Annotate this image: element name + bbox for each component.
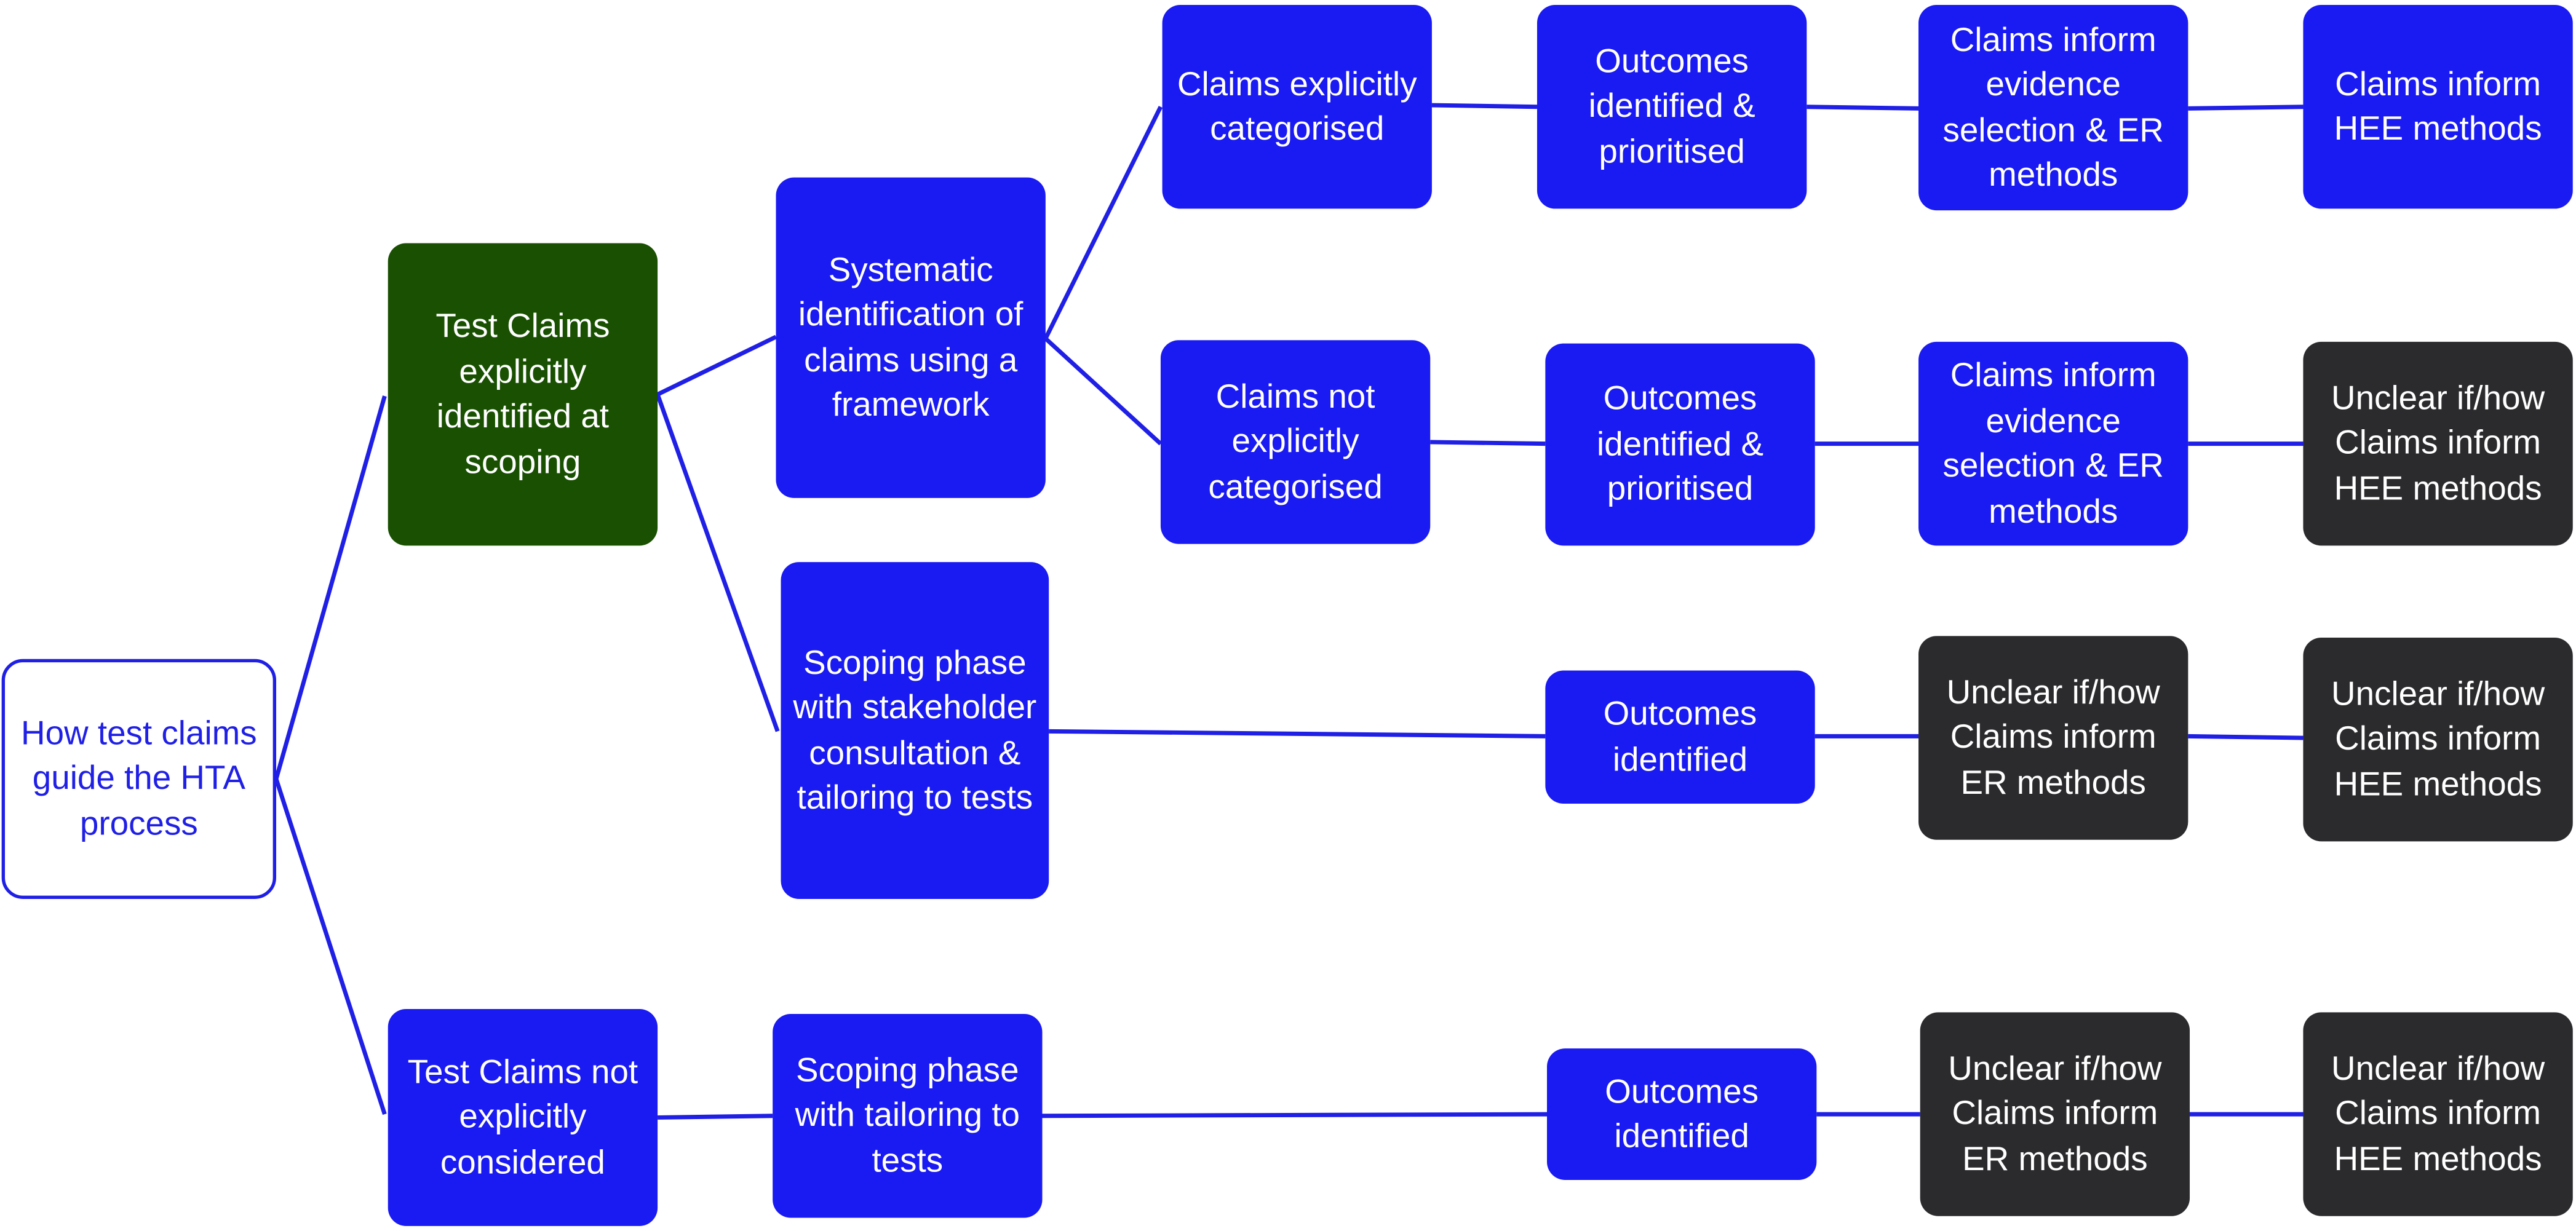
stakeholder-scoping-label: Scoping phase with stakeholder consultat…	[793, 643, 1037, 817]
claims-inform-er-node-2: Claims inform evidence selection & ER me…	[1918, 341, 2188, 546]
tailoring-scoping-node: Scoping phase with tailoring to tests	[773, 1014, 1043, 1218]
tailoring-scoping-label: Scoping phase with tailoring to tests	[795, 1051, 1020, 1180]
connector-root-to-not-considered	[274, 778, 387, 1115]
outcomes-identified-label-2: Outcomes identified	[1605, 1072, 1759, 1155]
unclear-hee-node-1: Unclear if/how Claims inform HEE methods	[2303, 341, 2573, 546]
unclear-hee-node-2: Unclear if/how Claims inform HEE methods	[2303, 638, 2573, 842]
claims-not-categorised-node: Claims not explicitly categorised	[1160, 340, 1431, 544]
connector-categorised-to-outcomes	[1431, 103, 1538, 109]
claims-inform-er-node-1: Claims inform evidence selection & ER me…	[1918, 5, 2188, 211]
unclear-er-label-1: Unclear if/how Claims inform ER methods	[1946, 673, 2160, 802]
connector-identified-to-systematic	[656, 334, 777, 397]
claims-inform-hee-label: Claims inform HEE methods	[2334, 65, 2542, 148]
systematic-identification-node: Systematic identification of claims usin…	[776, 177, 1046, 498]
unclear-er-label-2: Unclear if/how Claims inform ER methods	[1948, 1050, 2162, 1178]
claims-not-categorised-label: Claims not explicitly categorised	[1208, 378, 1383, 506]
connector-identified-to-stakeholder	[655, 394, 780, 732]
unclear-hee-label-2: Unclear if/how Claims inform HEE methods	[2331, 675, 2545, 804]
root-node: How test claims guide the HTA process	[1, 659, 277, 899]
outcomes-prioritised-node-2: Outcomes identified & prioritised	[1545, 343, 1815, 546]
connector-systematic-to-categorised	[1043, 106, 1163, 340]
outcomes-prioritised-node-1: Outcomes identified & prioritised	[1536, 5, 1807, 209]
connector-outcomes-to-er-row1	[1807, 105, 1919, 111]
root-label: How test claims guide the HTA process	[21, 714, 257, 843]
unclear-hee-label-3: Unclear if/how Claims inform HEE methods	[2331, 1050, 2545, 1178]
claims-inform-er-label-2: Claims inform evidence selection & ER me…	[1942, 356, 2164, 530]
connector-er-to-hee-row3	[2188, 734, 2304, 740]
claims-categorised-node: Claims explicitly categorised	[1162, 5, 1432, 209]
connector-not-categorised-to-outcomes	[1430, 440, 1546, 446]
connector-stakeholder-to-outcomes	[1049, 729, 1546, 738]
unclear-hee-label-1: Unclear if/how Claims inform HEE methods	[2331, 379, 2545, 508]
connector-er-to-hee-row1	[2188, 105, 2304, 111]
unclear-er-node-2: Unclear if/how Claims inform ER methods	[1920, 1012, 2190, 1216]
claims-inform-er-label-1: Claims inform evidence selection & ER me…	[1942, 20, 2164, 194]
outcomes-identified-label-1: Outcomes identified	[1603, 695, 1757, 778]
claims-not-considered-label: Test Claims not explicitly considered	[407, 1053, 638, 1182]
outcomes-identified-node-1: Outcomes identified	[1545, 670, 1815, 804]
claims-identified-node: Test Claims explicitly identified at sco…	[388, 243, 658, 546]
unclear-hee-node-3: Unclear if/how Claims inform HEE methods	[2303, 1012, 2573, 1216]
claims-identified-label: Test Claims explicitly identified at sco…	[435, 307, 610, 481]
connector-systematic-to-not-categorised	[1044, 337, 1163, 446]
outcomes-prioritised-label-2: Outcomes identified & prioritised	[1596, 380, 1764, 509]
unclear-er-node-1: Unclear if/how Claims inform ER methods	[1918, 636, 2188, 840]
claims-not-considered-node: Test Claims not explicitly considered	[388, 1009, 658, 1226]
connector-root-to-identified	[274, 395, 387, 780]
outcomes-identified-node-2: Outcomes identified	[1547, 1048, 1817, 1180]
claims-inform-hee-node: Claims inform HEE methods	[2303, 5, 2573, 209]
connector-not-considered-to-tailoring	[658, 1114, 773, 1120]
claims-categorised-label: Claims explicitly categorised	[1177, 65, 1417, 148]
systematic-identification-label: Systematic identification of claims usin…	[798, 250, 1024, 424]
outcomes-prioritised-label-1: Outcomes identified & prioritised	[1588, 42, 1755, 171]
stakeholder-scoping-node: Scoping phase with stakeholder consultat…	[781, 562, 1049, 899]
connector-tailoring-to-outcomes	[1042, 1112, 1548, 1118]
